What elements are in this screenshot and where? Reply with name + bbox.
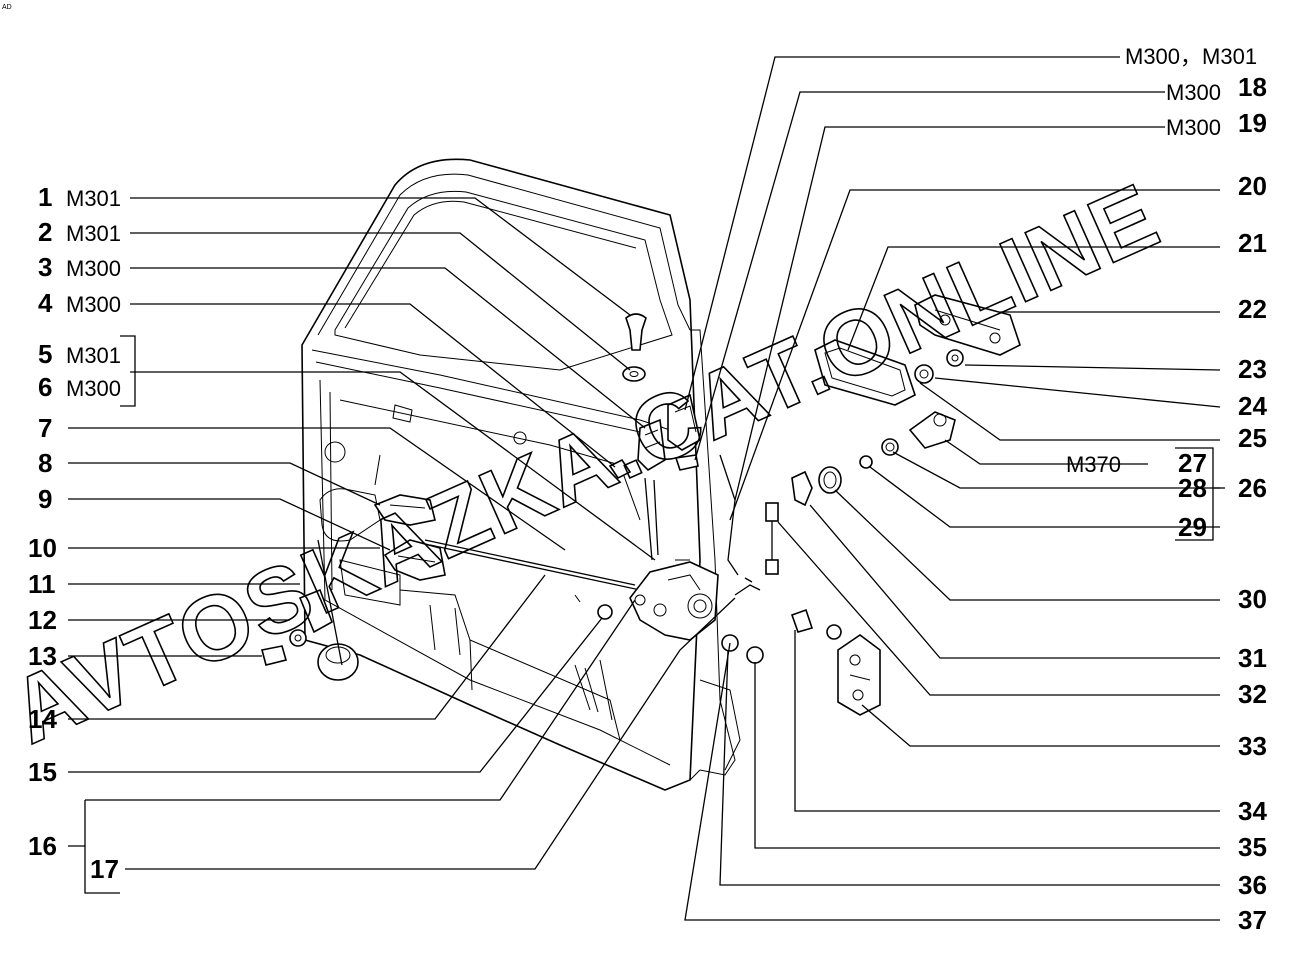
callout-number-25: 25 <box>1238 423 1267 453</box>
callout-number-6: 6 <box>38 372 52 402</box>
callout-number-17: 17 <box>90 854 119 884</box>
callout-number-9: 9 <box>38 484 52 514</box>
callout-number-36: 36 <box>1238 870 1267 900</box>
callout-number-14: 14 <box>28 704 57 734</box>
callout-number-35: 35 <box>1238 832 1267 862</box>
callout-number-2: 2 <box>38 217 52 247</box>
callout-number-10: 10 <box>28 533 57 563</box>
callout-number-30: 30 <box>1238 584 1267 614</box>
callout-number-24: 24 <box>1238 391 1267 421</box>
corner-mark: AD <box>2 4 12 11</box>
callout-number-7: 7 <box>38 413 52 443</box>
callout-number-12: 12 <box>28 605 57 635</box>
callout-number-16: 16 <box>28 831 57 861</box>
callout-number-22: 22 <box>1238 294 1267 324</box>
callout-code-5: M301 <box>66 343 121 368</box>
callout-code-4: M300 <box>66 292 121 317</box>
callout-number-19: 19 <box>1238 108 1267 138</box>
callout-code-19: M300 <box>1166 115 1221 140</box>
callout-number-18: 18 <box>1238 72 1267 102</box>
callout-code-27: M370 <box>1066 452 1121 477</box>
callout-code-2: M301 <box>66 221 121 246</box>
callout-number-31: 31 <box>1238 643 1267 673</box>
callout-number-28: 28 <box>1178 473 1207 503</box>
callout-code-18: M300 <box>1166 80 1221 105</box>
callout-code-top: M300，M301 <box>1125 44 1257 69</box>
callouts-right: M300，M301 M300 18 M300 19 20 21 22 23 24… <box>1066 44 1267 935</box>
callout-number-29: 29 <box>1178 512 1207 542</box>
callout-number-3: 3 <box>38 252 52 282</box>
callout-number-21: 21 <box>1238 228 1267 258</box>
callout-number-34: 34 <box>1238 796 1267 826</box>
callout-number-26: 26 <box>1238 473 1267 503</box>
callouts-left: 1 M301 2 M301 3 M300 4 M300 5 M301 6 M30… <box>28 182 121 884</box>
callout-number-8: 8 <box>38 448 52 478</box>
callout-number-13: 13 <box>28 641 57 671</box>
callout-code-3: M300 <box>66 256 121 281</box>
callout-number-32: 32 <box>1238 679 1267 709</box>
callout-number-5: 5 <box>38 339 52 369</box>
callout-code-6: M300 <box>66 376 121 401</box>
callout-number-37: 37 <box>1238 905 1267 935</box>
callout-number-20: 20 <box>1238 171 1267 201</box>
callout-number-15: 15 <box>28 757 57 787</box>
callout-number-4: 4 <box>38 288 53 318</box>
callout-code-1: M301 <box>66 186 121 211</box>
callout-number-27: 27 <box>1178 448 1207 478</box>
parts-drawing <box>261 294 1021 716</box>
callout-number-11: 11 <box>28 569 56 599</box>
callout-number-1: 1 <box>38 182 52 212</box>
callout-number-33: 33 <box>1238 731 1267 761</box>
callout-number-23: 23 <box>1238 354 1267 384</box>
leader-lines <box>68 56 1225 921</box>
door-body-drawing <box>301 158 741 791</box>
